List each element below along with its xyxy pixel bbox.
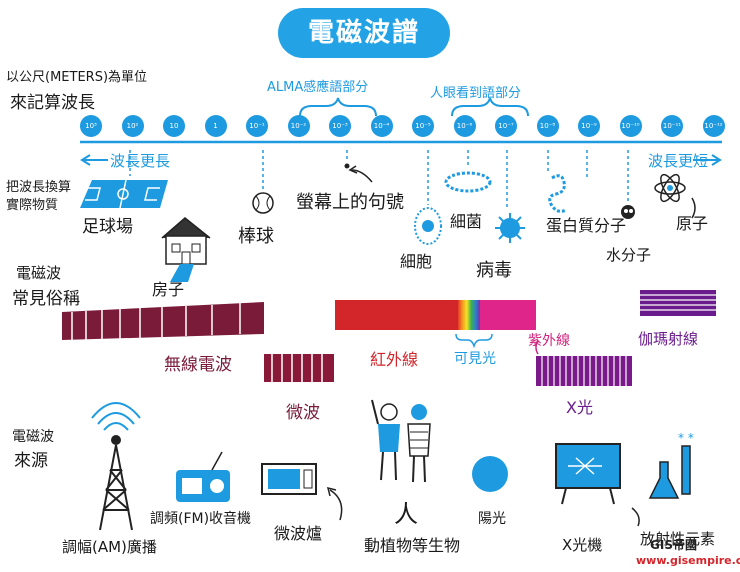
scale-tick: 10 bbox=[163, 115, 185, 137]
xray-band-label: X光 bbox=[566, 398, 593, 417]
scale-tick: 10⁻⁸ bbox=[536, 115, 559, 137]
radio-tower-drawing bbox=[99, 435, 133, 531]
baseball-label: 棒球 bbox=[238, 226, 274, 247]
sources-label-line2: 來源 bbox=[14, 451, 48, 471]
baseball-drawing bbox=[252, 192, 274, 214]
scale-tick: 10⁻⁹ bbox=[578, 115, 600, 137]
microwave-oven-drawing bbox=[261, 463, 317, 495]
scale-tick: 10⁻¹² bbox=[702, 115, 725, 137]
am-radio-label: 調幅(AM)廣播 bbox=[62, 538, 157, 556]
house-label: 房子 bbox=[152, 280, 185, 299]
water-label: 水分子 bbox=[606, 246, 652, 264]
scale-tick: 10⁻¹⁰ bbox=[619, 115, 642, 137]
watermark-url: www.gisempire.com bbox=[636, 554, 740, 567]
radio-band bbox=[62, 302, 264, 340]
microwave-oven-label: 微波爐 bbox=[274, 524, 323, 543]
human-eye-bracket bbox=[451, 97, 529, 117]
atom-drawing bbox=[654, 173, 686, 203]
football-field-drawing bbox=[80, 179, 168, 209]
longer-arrow bbox=[80, 154, 91, 166]
period-label: 螢幕上的句號 bbox=[296, 192, 404, 213]
shorter-wavelength-label: 波長更短 bbox=[648, 152, 709, 170]
names-label-line1: 電磁波 bbox=[16, 264, 62, 282]
human-eye-bracket-label: 人眼看到語部分 bbox=[430, 86, 522, 101]
microwave-band-label: 微波 bbox=[286, 403, 320, 423]
fm-radio-drawing bbox=[176, 451, 230, 502]
cell-drawing bbox=[414, 207, 442, 245]
fm-radio-label: 調頻(FM)收音機 bbox=[150, 511, 252, 527]
alma-bracket bbox=[299, 97, 377, 117]
svg-text:* *: * * bbox=[678, 431, 694, 445]
microwave-band bbox=[264, 354, 334, 382]
scale-tick: 10² bbox=[121, 115, 144, 137]
atom-label: 原子 bbox=[676, 214, 709, 233]
life-label: 動植物等生物 bbox=[364, 536, 461, 555]
gamma-band bbox=[640, 290, 716, 316]
watermark-brand: GIS帝國 bbox=[650, 538, 697, 552]
unit-note-line1: 以公尺(METERS)為單位 bbox=[6, 70, 148, 85]
scale-tick: 10³ bbox=[80, 115, 102, 137]
radioactive-label: 放射性元素 bbox=[640, 530, 716, 548]
water-molecule-drawing bbox=[621, 205, 635, 219]
protein-drawing bbox=[548, 174, 567, 213]
page-title: 電磁波譜 bbox=[278, 8, 450, 58]
bacteria-drawing bbox=[444, 171, 492, 193]
infrared-band-label: 紅外線 bbox=[370, 350, 419, 369]
scale-tick: 10⁻¹ bbox=[246, 115, 268, 137]
shorter-arrow bbox=[711, 154, 722, 166]
ultraviolet-band-label: 紫外線 bbox=[528, 333, 570, 349]
virus-label: 病毒 bbox=[476, 260, 512, 281]
football-label: 足球場 bbox=[82, 217, 133, 237]
infrared-band bbox=[335, 300, 459, 330]
scale-tick: 10⁻³ bbox=[329, 115, 351, 137]
scale-tick: 1 bbox=[204, 115, 227, 137]
scale-tick: 10⁻⁶ bbox=[453, 115, 476, 137]
protein-label: 蛋白質分子 bbox=[546, 216, 627, 235]
house-drawing bbox=[161, 217, 211, 282]
cell-label: 細胞 bbox=[400, 252, 433, 271]
sun-drawing bbox=[472, 456, 508, 492]
scale-tick: 10⁻⁵ bbox=[412, 115, 434, 137]
flask-drawing: * * bbox=[648, 431, 694, 499]
virus-drawing bbox=[495, 213, 525, 243]
longer-wavelength-label: 波長更長 bbox=[110, 152, 171, 170]
xray-machine-drawing bbox=[555, 443, 621, 505]
visible-band bbox=[458, 300, 480, 330]
people-drawing bbox=[371, 399, 431, 483]
sun-label: 陽光 bbox=[478, 511, 506, 527]
scale-tick: 10⁻¹¹ bbox=[661, 115, 683, 137]
radio-band-label: 無線電波 bbox=[164, 355, 232, 375]
bacteria-label: 細菌 bbox=[450, 212, 483, 231]
life-glyph: 人 bbox=[394, 500, 418, 528]
scale-tick: 10⁻⁴ bbox=[370, 115, 393, 137]
xray-machine-label: X光機 bbox=[562, 536, 603, 554]
visible-band-label: 可見光 bbox=[454, 351, 496, 367]
names-label-line2: 常見俗稱 bbox=[12, 289, 80, 309]
alma-bracket-label: ALMA感應語部分 bbox=[267, 80, 369, 95]
unit-note-line2: 來記算波長 bbox=[10, 93, 95, 113]
ultraviolet-near-band bbox=[480, 300, 536, 330]
gamma-band-label: 伽瑪射線 bbox=[638, 330, 699, 348]
sources-label-line1: 電磁波 bbox=[12, 429, 54, 445]
compare-label-line1: 把波長換算 bbox=[6, 180, 72, 195]
compare-label-line2: 實際物質 bbox=[6, 198, 59, 213]
scale-tick: 10⁻⁷ bbox=[495, 115, 517, 137]
scale-tick: 10⁻² bbox=[287, 115, 310, 137]
